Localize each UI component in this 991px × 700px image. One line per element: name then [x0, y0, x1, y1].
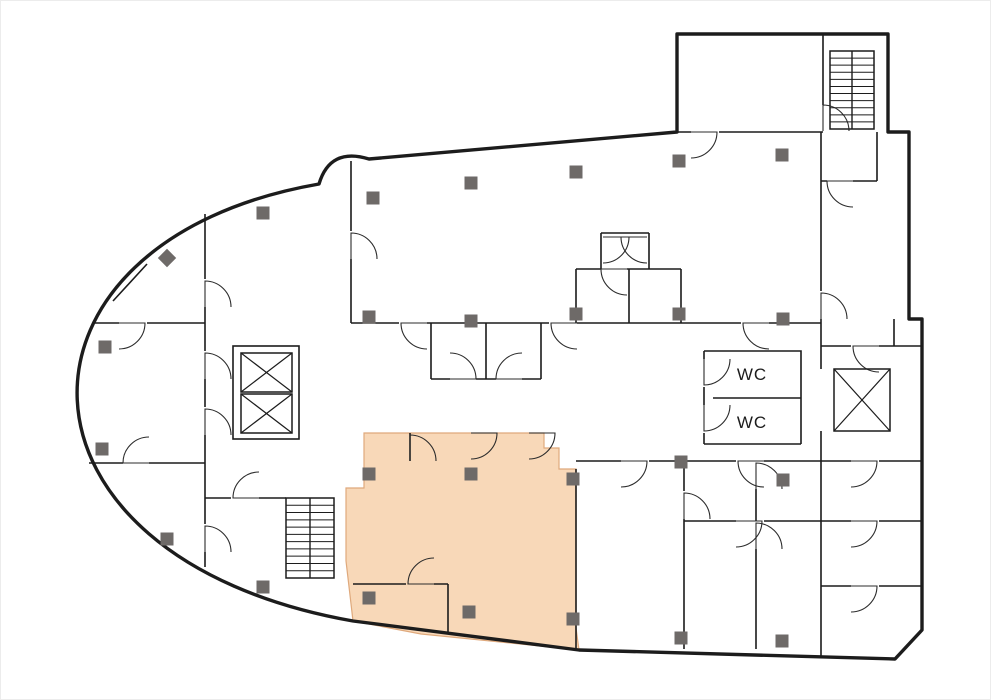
door-swing [232, 471, 260, 499]
column-marker [776, 312, 790, 326]
elevator-shaft [240, 393, 293, 434]
highlighted-unit[interactable] [345, 432, 580, 651]
column-marker [256, 206, 270, 220]
column-marker [98, 340, 112, 354]
highlight-layer [345, 432, 580, 651]
door-swing [820, 292, 848, 320]
door-swing [449, 352, 477, 380]
column-marker [95, 442, 109, 456]
door-swing [407, 557, 435, 585]
column-marker [362, 310, 376, 324]
column-marker [256, 580, 270, 594]
door-swing [737, 460, 765, 488]
door-swing [495, 352, 523, 380]
elevator-shaft [833, 368, 891, 432]
elevators-layer [240, 352, 891, 434]
column-marker [569, 307, 583, 321]
door-swing [400, 322, 428, 350]
elevator-shaft [240, 352, 293, 393]
staircase [829, 50, 875, 130]
door-swing [602, 236, 630, 264]
column-marker [464, 467, 478, 481]
columns-layer [95, 148, 790, 648]
door-swing [742, 322, 770, 350]
door-swing [822, 104, 850, 132]
door-swing [850, 585, 878, 613]
door-swing [470, 432, 498, 460]
door-swing [204, 352, 232, 380]
staircase [285, 497, 335, 579]
column-marker [674, 631, 688, 645]
walls-bottom-middle [575, 460, 821, 650]
column-marker [462, 605, 476, 619]
wc-label-bottom: WC [737, 413, 767, 432]
walls-right-wing [677, 34, 922, 656]
door-swing [409, 434, 437, 462]
door-swing [850, 520, 878, 548]
door-swing [620, 460, 648, 488]
door-swing [550, 322, 578, 350]
door-swing [122, 436, 150, 464]
column-marker [776, 473, 790, 487]
column-marker [362, 591, 376, 605]
door-swing [528, 432, 556, 460]
column-marker [464, 176, 478, 190]
door-swing [850, 460, 878, 488]
column-marker [569, 165, 583, 179]
building-outline [75, 32, 924, 661]
door-swing [204, 525, 232, 553]
door-swing [735, 520, 763, 548]
door-swing [350, 232, 378, 260]
door-swing [852, 345, 880, 373]
door-swing [703, 404, 731, 432]
column-marker [566, 612, 580, 626]
column-marker [464, 314, 478, 328]
door-swing [826, 180, 854, 208]
column-marker [672, 154, 686, 168]
door-swing [755, 522, 783, 550]
column-marker [362, 467, 376, 481]
column-marker [366, 191, 380, 205]
stairs-layer [285, 50, 875, 579]
door-swing [204, 408, 232, 436]
column-marker [775, 634, 789, 648]
walls-left-wing [89, 161, 352, 567]
doors-layer [118, 104, 880, 613]
wc-label-top: WC [737, 365, 767, 384]
door-swing [690, 131, 718, 159]
column-marker [672, 307, 686, 321]
column-marker [160, 532, 174, 546]
door-swing [204, 280, 232, 308]
door-swing [683, 492, 711, 520]
labels-layer: WC WC [737, 365, 767, 432]
door-swing [600, 268, 628, 296]
door-swing [620, 236, 648, 264]
door-swing [703, 358, 731, 386]
elevator-core-enclosure [232, 345, 300, 440]
door-swing [118, 322, 146, 350]
column-marker [775, 148, 789, 162]
column-marker [566, 472, 580, 486]
column-diamond-marker [157, 248, 177, 268]
column-marker [674, 455, 688, 469]
